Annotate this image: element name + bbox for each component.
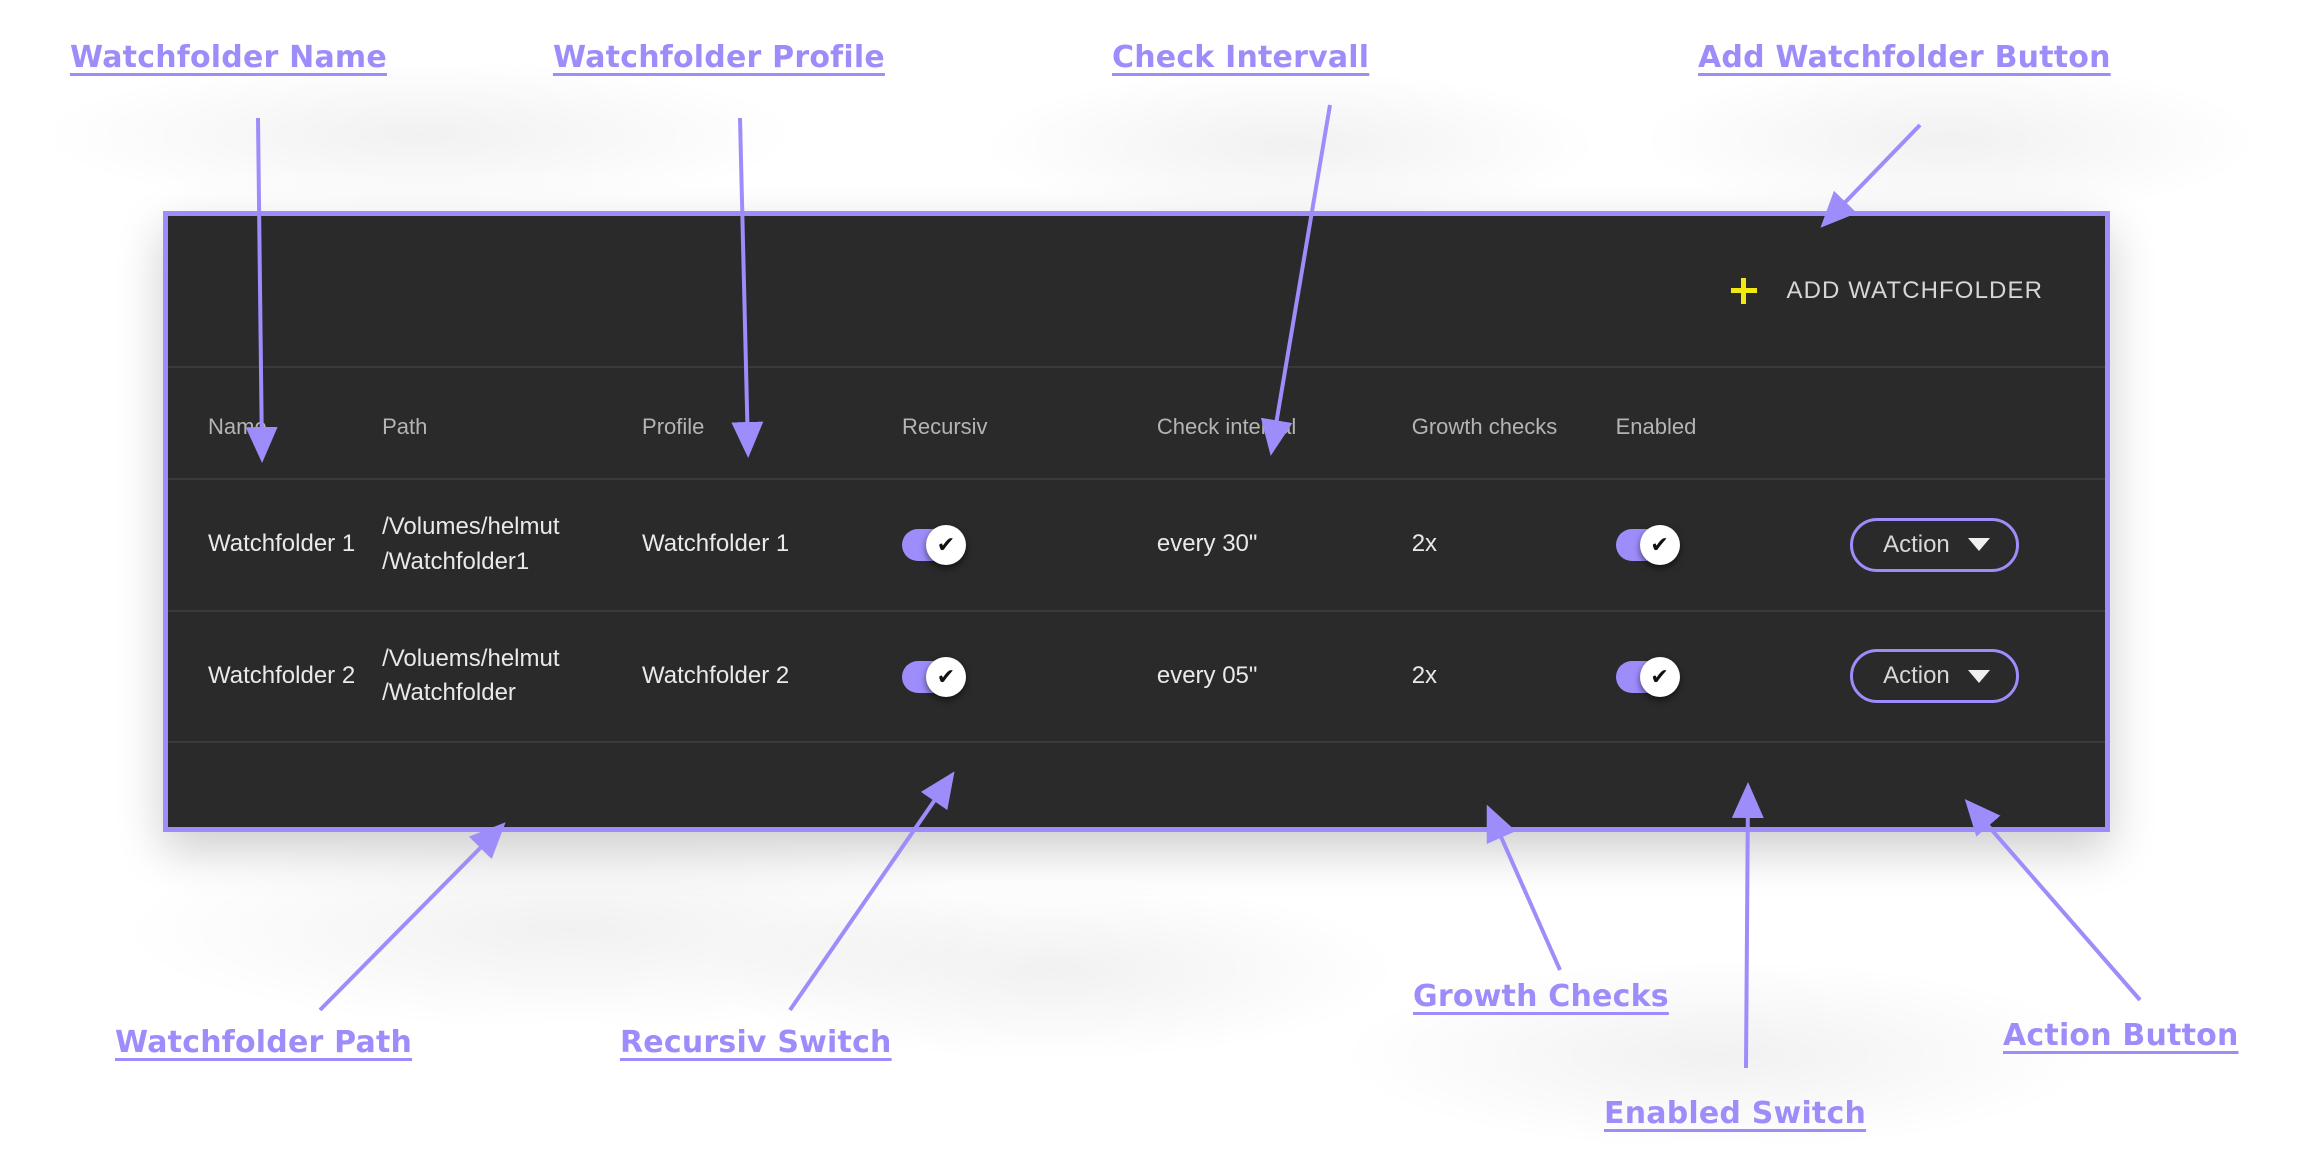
cell-growth-checks: 2x bbox=[1411, 479, 1616, 612]
background-blob bbox=[40, 60, 800, 210]
table-row[interactable]: Watchfolder 1 /Volumes/helmut /Watchfold… bbox=[168, 479, 2105, 612]
column-header-check-interval[interactable]: Check interval bbox=[1156, 368, 1412, 480]
annotation-watchfolder-name: Watchfolder Name bbox=[70, 40, 387, 75]
annotation-growth-checks: Growth Checks bbox=[1413, 979, 1669, 1014]
column-header-enabled[interactable]: Enabled bbox=[1615, 368, 1851, 480]
cell-check-interval: every 30" bbox=[1156, 479, 1412, 612]
check-icon: ✔ bbox=[925, 656, 966, 697]
watchfolder-panel: ADD WATCHFOLDER Name Path Profile Recurs… bbox=[163, 211, 2110, 832]
cell-name: Watchfolder 1 bbox=[168, 479, 383, 612]
add-watchfolder-label: ADD WATCHFOLDER bbox=[1786, 277, 2043, 304]
column-header-growth-checks[interactable]: Growth checks bbox=[1411, 368, 1616, 480]
check-icon: ✔ bbox=[925, 525, 966, 566]
panel-toolbar: ADD WATCHFOLDER bbox=[168, 216, 2105, 368]
background-blob bbox=[1640, 60, 2260, 220]
column-header-name[interactable]: Name bbox=[168, 368, 383, 480]
plus-icon bbox=[1730, 278, 1757, 304]
table-row[interactable]: Watchfolder 2 /Voluems/helmut /Watchfold… bbox=[168, 610, 2105, 744]
annotation-add-watchfolder-button: Add Watchfolder Button bbox=[1698, 40, 2111, 75]
chevron-down-icon bbox=[1967, 538, 1990, 552]
cell-enabled: ✔ bbox=[1615, 479, 1851, 612]
annotation-watchfolder-path: Watchfolder Path bbox=[115, 1025, 413, 1060]
cell-profile: Watchfolder 2 bbox=[642, 610, 902, 744]
chevron-down-icon bbox=[1967, 669, 1990, 683]
action-button[interactable]: Action bbox=[1850, 649, 2019, 704]
annotation-action-button: Action Button bbox=[2003, 1018, 2239, 1053]
cell-path: /Voluems/helmut /Watchfolder bbox=[382, 610, 643, 744]
annotation-check-intervall: Check Intervall bbox=[1112, 40, 1370, 75]
cell-profile: Watchfolder 1 bbox=[642, 479, 902, 612]
column-header-recursiv[interactable]: Recursiv bbox=[901, 368, 1157, 480]
recursiv-switch[interactable]: ✔ bbox=[901, 656, 966, 697]
annotation-enabled-switch: Enabled Switch bbox=[1604, 1096, 1867, 1131]
check-icon: ✔ bbox=[1639, 656, 1680, 697]
cell-action: Action bbox=[1850, 479, 2105, 612]
column-header-actions bbox=[1850, 368, 2105, 480]
action-button-label: Action bbox=[1883, 530, 1950, 558]
action-button[interactable]: Action bbox=[1850, 517, 2019, 572]
column-header-path[interactable]: Path bbox=[382, 368, 643, 480]
table-body: Watchfolder 1 /Volumes/helmut /Watchfold… bbox=[168, 479, 2105, 744]
cell-name: Watchfolder 2 bbox=[168, 610, 383, 744]
background-blob bbox=[980, 70, 1600, 220]
column-header-profile[interactable]: Profile bbox=[642, 368, 902, 480]
annotation-watchfolder-profile: Watchfolder Profile bbox=[553, 40, 885, 75]
cell-recursiv: ✔ bbox=[901, 610, 1157, 744]
action-button-label: Action bbox=[1883, 662, 1950, 690]
cell-enabled: ✔ bbox=[1615, 610, 1851, 744]
background-blob bbox=[120, 830, 1020, 1030]
cell-check-interval: every 05" bbox=[1156, 610, 1412, 744]
enabled-switch[interactable]: ✔ bbox=[1615, 525, 1680, 566]
annotation-recursiv-switch: Recursiv Switch bbox=[620, 1025, 892, 1060]
add-watchfolder-button[interactable]: ADD WATCHFOLDER bbox=[1725, 267, 2050, 315]
table-header: Name Path Profile Recursiv Check interva… bbox=[168, 368, 2105, 480]
cell-growth-checks: 2x bbox=[1411, 610, 1616, 744]
cell-path: /Volumes/helmut /Watchfolder1 bbox=[382, 479, 643, 612]
cell-action: Action bbox=[1850, 610, 2105, 744]
recursiv-switch[interactable]: ✔ bbox=[901, 525, 966, 566]
watchfolder-table: Name Path Profile Recursiv Check interva… bbox=[168, 368, 2105, 744]
enabled-switch[interactable]: ✔ bbox=[1615, 656, 1680, 697]
check-icon: ✔ bbox=[1639, 525, 1680, 566]
table-header-row: Name Path Profile Recursiv Check interva… bbox=[168, 368, 2105, 480]
cell-recursiv: ✔ bbox=[901, 479, 1157, 612]
